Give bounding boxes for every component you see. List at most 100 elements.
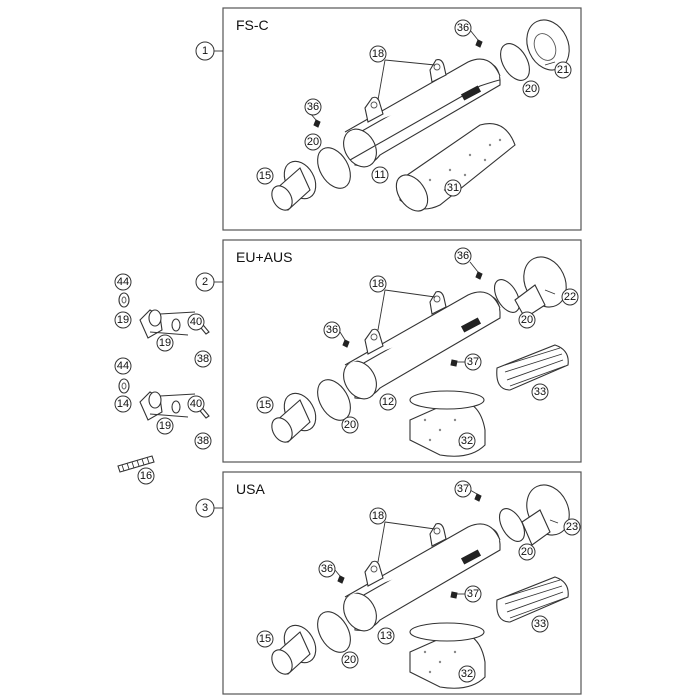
- svg-text:32: 32: [461, 668, 473, 680]
- part-callout: 12: [379, 393, 397, 411]
- bolt-icon: [342, 339, 350, 348]
- part-callout: 11: [371, 166, 389, 184]
- end-cap-icon: [514, 256, 567, 319]
- svg-text:44: 44: [117, 276, 129, 288]
- side-hardware: 44 19 19 40 38 44 14 19 40 38 16: [114, 273, 212, 485]
- part-callout: 20: [304, 133, 322, 151]
- muffler-icon: [343, 523, 501, 632]
- part-callout: 36: [304, 98, 322, 116]
- gasket-ring-icon: [493, 279, 521, 313]
- bolt-icon: [474, 493, 482, 502]
- inlet-pipe-icon: [271, 624, 317, 675]
- part-callout: 32: [458, 665, 476, 683]
- svg-text:18: 18: [372, 510, 384, 522]
- svg-text:33: 33: [534, 386, 546, 398]
- svg-text:20: 20: [344, 654, 356, 666]
- part-callout: 36: [323, 321, 341, 339]
- svg-text:36: 36: [321, 563, 333, 575]
- end-cap-icon: [526, 19, 570, 71]
- svg-text:14: 14: [117, 398, 129, 410]
- washer-icon: [118, 292, 130, 308]
- muffler-icon: [343, 58, 501, 168]
- svg-text:37: 37: [457, 483, 469, 495]
- variant-3-number: 3: [202, 502, 208, 514]
- end-cap-icon: [521, 484, 570, 546]
- panel-3-title: USA: [236, 481, 265, 497]
- part-callout: 33: [531, 383, 549, 401]
- svg-text:22: 22: [564, 291, 576, 303]
- part-callout: 20: [341, 416, 359, 434]
- part-callout: 36: [454, 19, 472, 37]
- part-callout: 37: [454, 480, 472, 498]
- washer-icon: [171, 400, 181, 414]
- svg-text:18: 18: [372, 278, 384, 290]
- svg-text:16: 16: [140, 470, 152, 482]
- svg-text:11: 11: [374, 169, 385, 181]
- part-callout: 14: [114, 395, 132, 413]
- part-callout: 20: [518, 543, 536, 561]
- svg-text:20: 20: [344, 419, 356, 431]
- svg-text:19: 19: [159, 337, 171, 349]
- bolt-icon: [313, 119, 321, 128]
- part-callout: 15: [256, 630, 274, 648]
- svg-text:44: 44: [117, 360, 129, 372]
- svg-text:13: 13: [380, 630, 392, 642]
- svg-text:36: 36: [307, 101, 319, 113]
- svg-text:19: 19: [117, 314, 129, 326]
- part-callout: 20: [518, 311, 536, 329]
- bolt-icon: [475, 39, 483, 48]
- svg-text:23: 23: [566, 521, 578, 533]
- panel-1-title: FS-C: [236, 17, 269, 33]
- svg-text:20: 20: [525, 83, 537, 95]
- steel-wool-icon: [496, 576, 569, 623]
- svg-text:40: 40: [190, 398, 202, 410]
- svg-text:15: 15: [259, 633, 271, 645]
- gasket-ring-icon: [317, 611, 351, 653]
- svg-text:31: 31: [447, 182, 459, 194]
- part-callout: 22: [561, 288, 579, 306]
- part-callout: 36: [318, 560, 336, 578]
- svg-text:15: 15: [259, 170, 271, 182]
- part-callout: 15: [256, 396, 274, 414]
- part-callout: 32: [458, 432, 476, 450]
- panel-fs-c: FS-C: [195, 7, 582, 231]
- svg-text:33: 33: [534, 618, 546, 630]
- filter-insert-icon: [395, 123, 516, 212]
- variant-1-number: 1: [202, 45, 208, 57]
- part-callout: 31: [444, 179, 462, 197]
- part-callout: 33: [531, 615, 549, 633]
- svg-text:32: 32: [461, 435, 473, 447]
- svg-text:36: 36: [326, 324, 338, 336]
- inlet-pipe-icon: [271, 392, 317, 443]
- variant-2-number: 2: [202, 276, 208, 288]
- spring-icon: [117, 455, 155, 473]
- gasket-ring-icon: [500, 43, 530, 81]
- svg-text:37: 37: [467, 356, 479, 368]
- svg-text:20: 20: [521, 314, 533, 326]
- part-callout: 36: [454, 247, 472, 265]
- part-callout: 20: [341, 651, 359, 669]
- part-callout: 23: [563, 518, 581, 536]
- bolt-icon: [450, 359, 458, 367]
- svg-text:38: 38: [197, 353, 209, 365]
- part-callout: 18: [369, 275, 387, 293]
- part-callout: 18: [369, 45, 387, 63]
- panel-usa: USA: [195, 471, 582, 695]
- gasket-ring-icon: [317, 147, 351, 189]
- inlet-pipe-icon: [271, 160, 317, 211]
- bolt-icon: [337, 575, 345, 584]
- bracket-icon: [139, 391, 196, 421]
- svg-text:18: 18: [372, 48, 384, 60]
- svg-text:37: 37: [467, 588, 479, 600]
- bracket-icon: [139, 309, 196, 339]
- part-callout: 19: [114, 311, 132, 329]
- part-callout: 18: [369, 507, 387, 525]
- part-callout: 38: [194, 432, 212, 450]
- svg-text:12: 12: [382, 396, 394, 408]
- part-callout: 19: [156, 334, 174, 352]
- panel-eu-aus: EU+AUS: [195, 239, 582, 463]
- washer-icon: [118, 378, 130, 394]
- part-callout: 37: [464, 353, 482, 371]
- part-callout: 21: [554, 61, 572, 79]
